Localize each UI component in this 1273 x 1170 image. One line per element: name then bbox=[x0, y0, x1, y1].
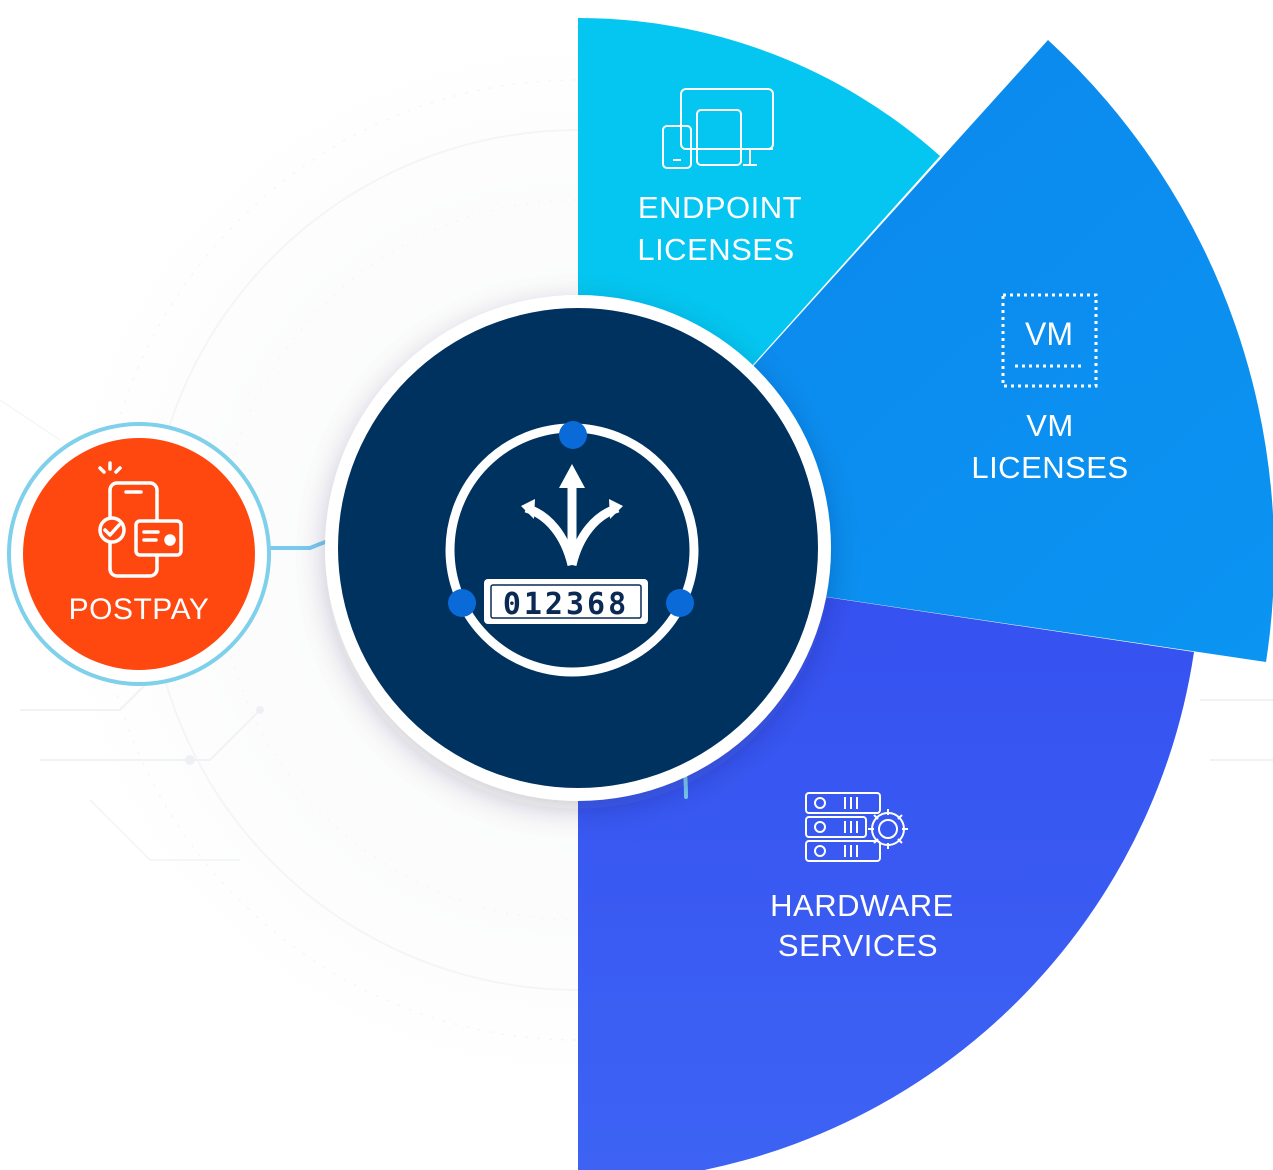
vm-badge-text: VM bbox=[1025, 316, 1073, 352]
server-gear-icon bbox=[805, 792, 908, 862]
hardware-label-line1: HARDWARE bbox=[770, 888, 954, 923]
counter-display: 012368 bbox=[503, 587, 629, 622]
hub-dot-left bbox=[448, 589, 476, 617]
hub-dot-right bbox=[666, 589, 694, 617]
devices-icon bbox=[662, 88, 774, 169]
vm-label-line2: LICENSES bbox=[971, 450, 1128, 485]
routing-meter-icon: 012368 bbox=[445, 421, 699, 677]
endpoint-label-line2: LICENSES bbox=[637, 232, 794, 267]
vm-icon: VM bbox=[1001, 293, 1098, 388]
endpoint-label-line1: ENDPOINT bbox=[638, 190, 802, 225]
vm-label-line1: VM bbox=[1026, 408, 1074, 443]
hardware-label-line2: SERVICES bbox=[778, 928, 938, 963]
postpay-label: POSTPAY bbox=[69, 593, 210, 626]
mobile-payment-icon bbox=[98, 461, 183, 578]
hub-dot-top bbox=[559, 421, 587, 449]
